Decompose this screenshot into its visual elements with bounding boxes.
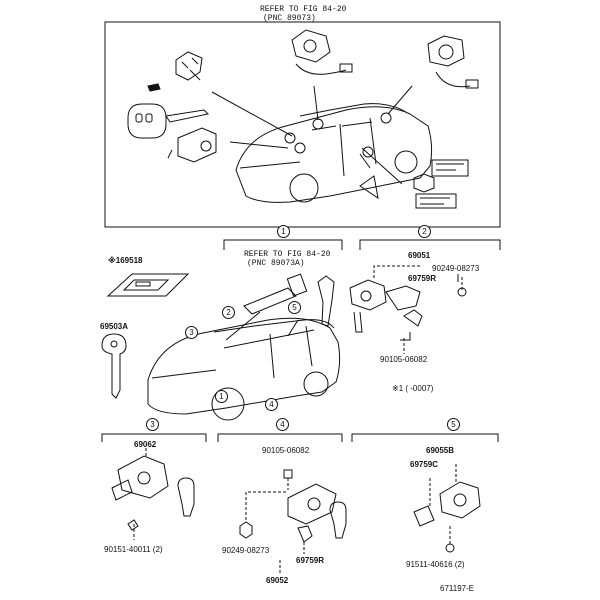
top-refer-line-1: REFER TO FIG 84-20	[260, 5, 347, 14]
steering-lock-illustration	[291, 29, 353, 75]
part-69055B-label: 69055B	[426, 446, 455, 455]
figure-id-label: 671197-E	[440, 584, 475, 593]
vehicle-illustration-top	[235, 103, 433, 203]
panel-1-bracket	[223, 239, 343, 250]
panel-5-lock-illustration	[413, 481, 481, 553]
part-69759R-panel4-label: 69759R	[296, 556, 325, 565]
panel-4-lock-illustration	[239, 469, 347, 543]
part-69052-label: 69052	[266, 576, 289, 585]
key-fob-illustration	[127, 83, 210, 139]
car-callout-3: 3	[185, 326, 198, 339]
panel-2-lock-illustration	[349, 274, 467, 341]
panel-2-bracket	[359, 239, 501, 250]
panel-3-lock-illustration	[111, 455, 195, 531]
part-90249-08273-panel4-label: 90249-08273	[222, 546, 270, 555]
panel-1-cylinder-illustration	[243, 273, 335, 327]
serial-note: ※1 ( -0007)	[392, 384, 434, 393]
panel-3-dashed-leaders	[133, 446, 147, 540]
part-69503A-label: 69503A	[100, 322, 129, 331]
ignition-switch-illustration	[427, 35, 479, 89]
part-91511-40616-label: 91511-40616 (2)	[406, 560, 465, 569]
panel-3-bracket	[101, 433, 207, 442]
door-lock-cylinder-illustration	[167, 127, 217, 163]
part-90249-08273-label: 90249-08273	[432, 264, 480, 273]
upper-lock-assembly-illustration	[175, 51, 203, 81]
top-panel-frame	[104, 21, 501, 228]
rear-lock-illustration	[359, 159, 469, 209]
part-69062-label: 69062	[134, 440, 157, 449]
part-69759C-label: 69759C	[410, 460, 439, 469]
panel-2-dashed-leaders	[373, 265, 463, 354]
panel-1-number: 1	[277, 225, 290, 238]
panel-3-number: 3	[146, 418, 159, 431]
part-69051-label: 69051	[408, 251, 431, 260]
panel-4-bracket	[217, 433, 343, 442]
part-90105-06082-label: 90105-06082	[380, 355, 428, 364]
middle-car-leader-lines	[225, 311, 299, 341]
part-69759R-label: 69759R	[408, 274, 437, 283]
top-refer-line-2: (PNC 89073)	[263, 14, 316, 23]
car-callout-2: 2	[222, 306, 235, 319]
part-69518-label: ※169518	[108, 256, 143, 265]
key-plate-illustration	[106, 273, 190, 297]
panel-4-number: 4	[276, 418, 289, 431]
panel-1-refer-line-1: REFER TO FIG 84-20	[244, 250, 331, 259]
car-callout-5: 5	[288, 301, 301, 314]
top-panel-callout-circles	[284, 112, 392, 158]
part-90105-06082-panel4-label: 90105-06082	[262, 446, 310, 455]
part-90151-40011-label: 90151-40011 (2)	[104, 545, 163, 554]
panel-2-number: 2	[418, 225, 431, 238]
vehicle-illustration-middle	[147, 317, 341, 421]
panel-1-refer-line-2: (PNC 89073A)	[247, 259, 305, 268]
top-panel-leader-lines	[211, 85, 413, 185]
master-key-illustration	[101, 333, 127, 399]
panel-5-dashed-leaders	[429, 462, 457, 544]
panel-5-number: 5	[447, 418, 460, 431]
car-callout-1: 1	[215, 390, 228, 403]
car-callout-4: 4	[265, 398, 278, 411]
panel-5-bracket	[351, 433, 499, 442]
panel-4-dashed-leaders	[245, 478, 305, 574]
